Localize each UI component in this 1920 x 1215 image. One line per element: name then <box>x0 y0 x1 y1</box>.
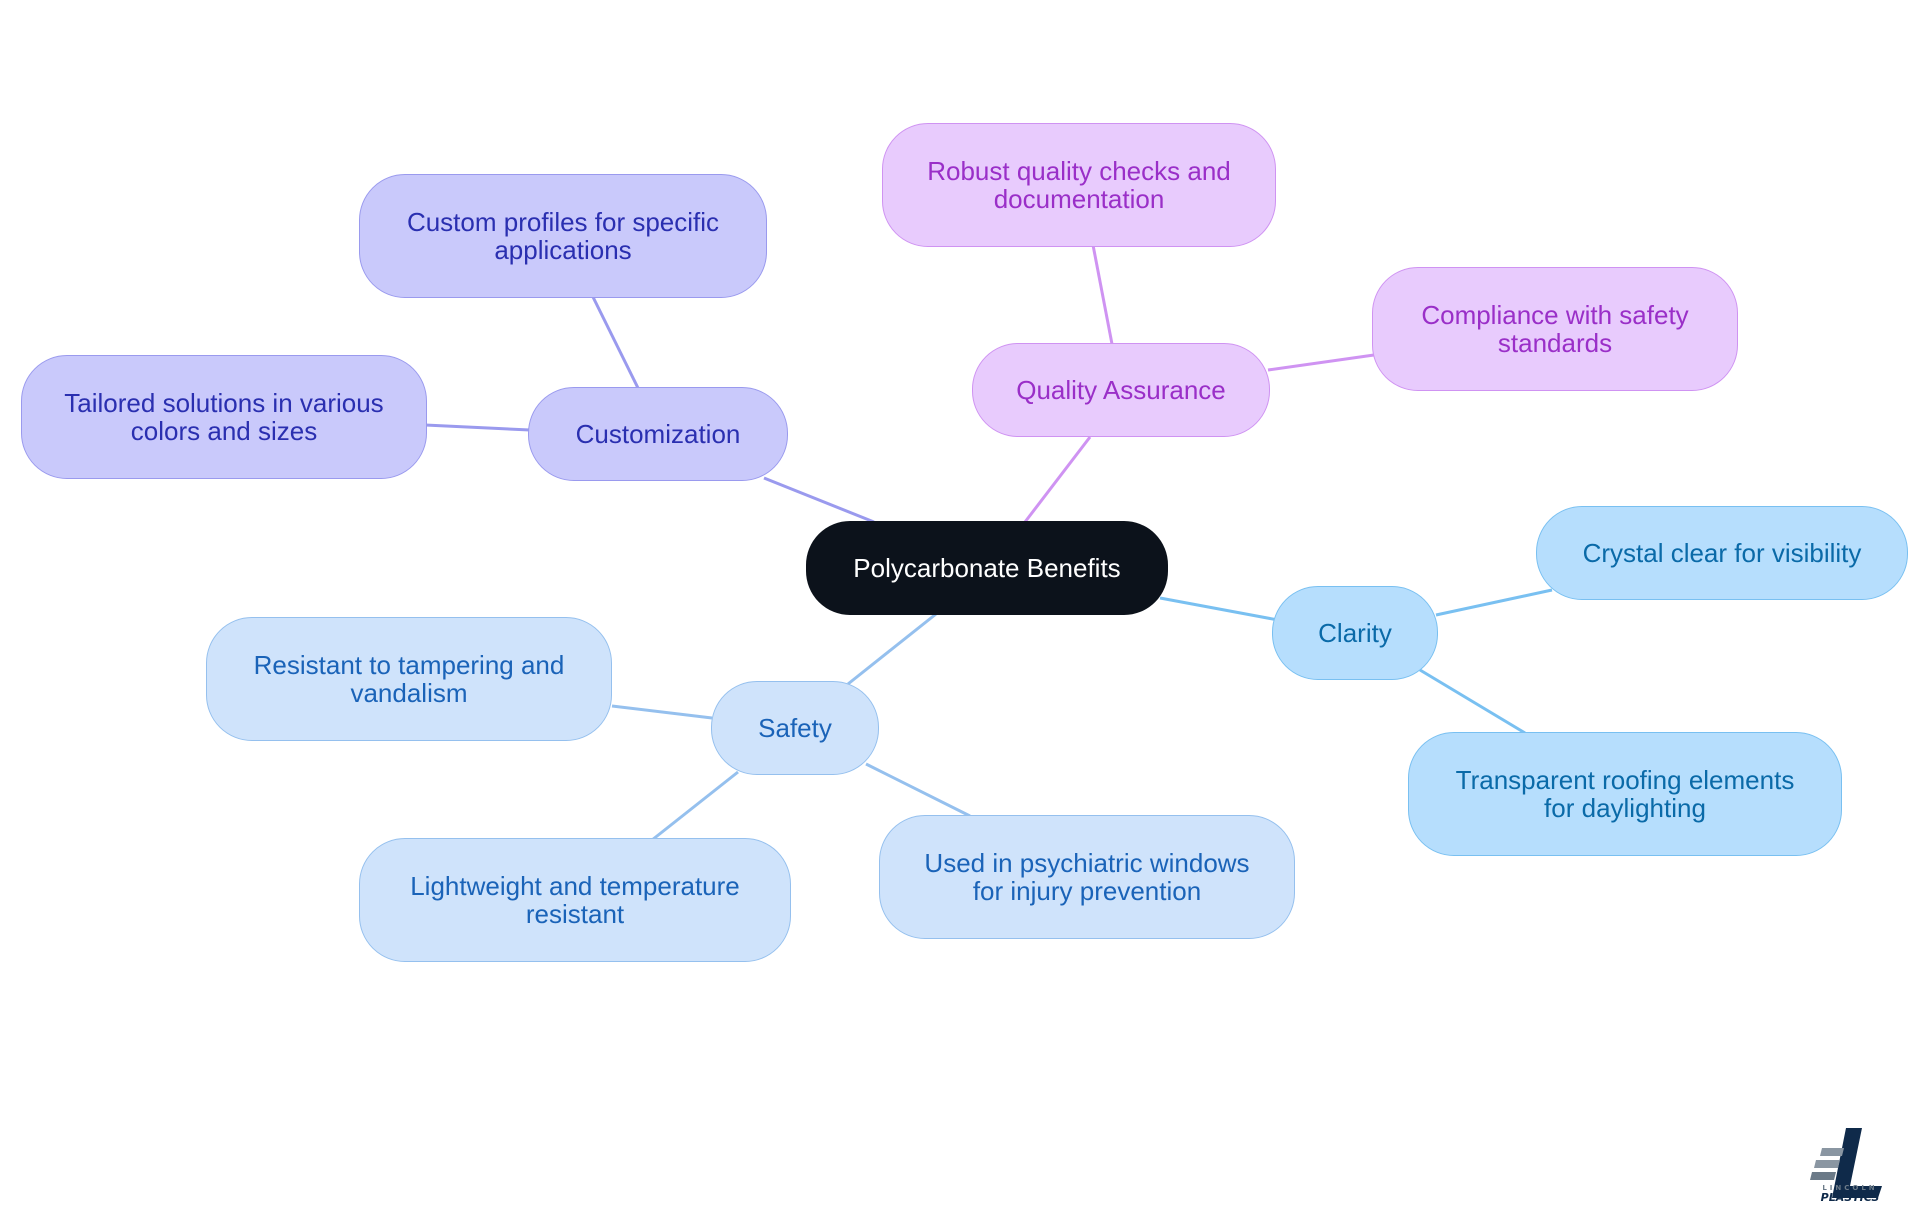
edge-customization-custom-profiles <box>591 296 640 389</box>
branch-label: Clarity <box>1318 618 1392 648</box>
edge-qa-robust-checks <box>1091 244 1114 345</box>
leaf-label: Compliance with safety standards <box>1421 300 1689 358</box>
leaf-label: Lightweight and temperature resistant <box>410 871 740 929</box>
edge-customization-tailored-solutions <box>424 423 531 432</box>
leaf-label: Custom profiles for specific application… <box>406 207 720 265</box>
edge-clarity-transparent-roofing <box>1419 668 1526 735</box>
leaf-node-compliance: Compliance with safety standards <box>1372 267 1738 391</box>
logo-line-1: LINCOLN <box>1822 1184 1878 1192</box>
root-node-label: Polycarbonate Benefits <box>853 553 1121 583</box>
logo-line-2: PLASTICS <box>1820 1191 1880 1204</box>
leaf-node-psychiatric-windows: Used in psychiatric windows for injury p… <box>879 815 1295 939</box>
logo-wordmark: LINCOLN PLASTICS <box>1812 1184 1888 1204</box>
leaf-node-robust-quality-checks: Robust quality checks and documentation <box>882 123 1276 247</box>
edge-clarity-crystal-clear <box>1435 588 1553 617</box>
leaf-node-custom-profiles: Custom profiles for specific application… <box>359 174 767 298</box>
leaf-label: Tailored solutions in various colors and… <box>64 388 384 446</box>
root-node: Polycarbonate Benefits <box>806 521 1168 615</box>
edge-root-safety <box>847 612 937 686</box>
leaf-label: Resistant to tampering and vandalism <box>253 650 565 708</box>
leaf-label: Used in psychiatric windows for injury p… <box>924 848 1250 906</box>
leaf-label: Transparent roofing elements for dayligh… <box>1455 765 1795 823</box>
leaf-label: Crystal clear for visibility <box>1582 538 1862 568</box>
edge-qa-compliance <box>1267 353 1375 372</box>
branch-node-quality-assurance: Quality Assurance <box>972 343 1270 437</box>
edge-safety-psychiatric <box>865 762 971 818</box>
branch-node-safety: Safety <box>711 681 879 775</box>
leaf-node-tailored-solutions: Tailored solutions in various colors and… <box>21 355 427 479</box>
edge-root-customization <box>763 476 875 524</box>
branch-node-clarity: Clarity <box>1272 586 1438 680</box>
edge-root-clarity <box>1159 596 1279 622</box>
leaf-node-lightweight: Lightweight and temperature resistant <box>359 838 791 962</box>
leaf-node-crystal-clear: Crystal clear for visibility <box>1536 506 1908 600</box>
leaf-node-transparent-roofing: Transparent roofing elements for dayligh… <box>1408 732 1842 856</box>
branch-label: Safety <box>758 713 832 743</box>
edge-safety-lightweight <box>651 770 739 842</box>
edge-safety-tampering <box>611 704 713 720</box>
branch-node-customization: Customization <box>528 387 788 481</box>
leaf-node-tampering: Resistant to tampering and vandalism <box>206 617 612 741</box>
edge-root-quality-assurance <box>1023 436 1092 523</box>
branch-label: Customization <box>575 419 741 449</box>
branch-label: Quality Assurance <box>1016 375 1226 405</box>
leaf-label: Robust quality checks and documentation <box>927 156 1231 214</box>
lincoln-plastics-logo-icon <box>1810 1128 1882 1198</box>
